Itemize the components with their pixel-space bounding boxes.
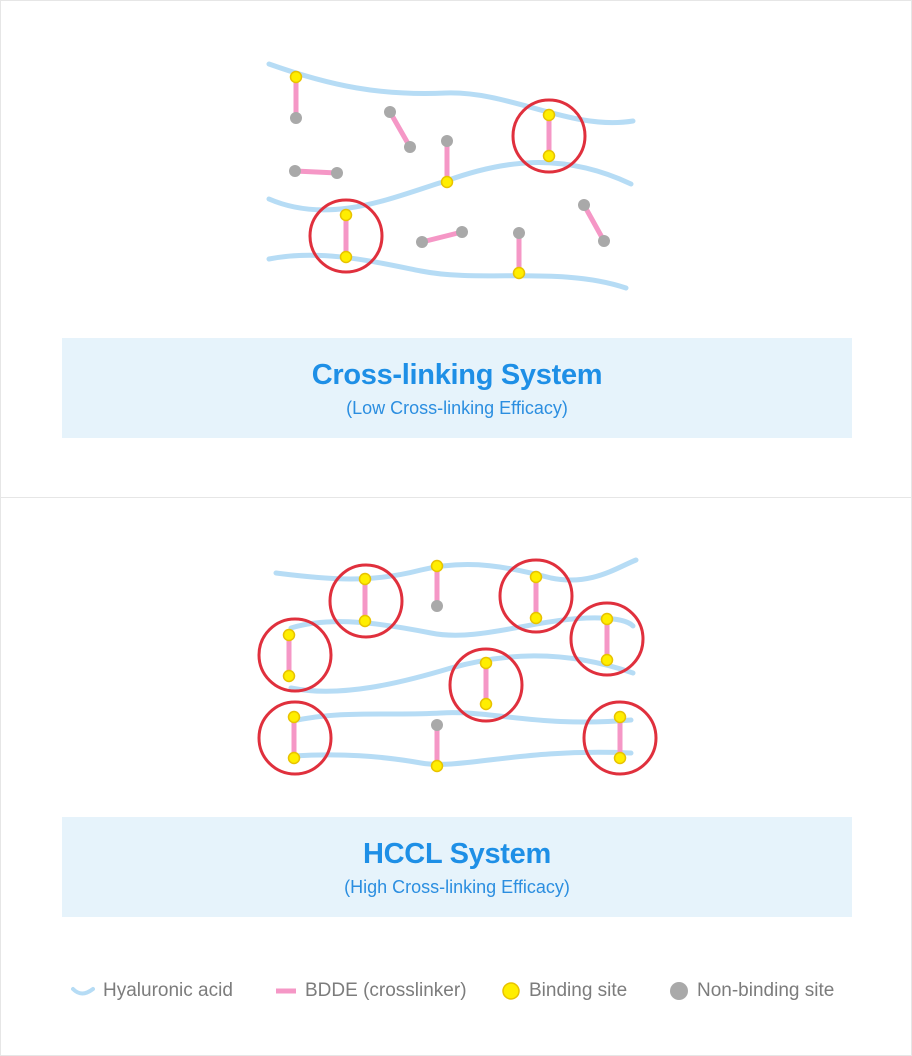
- highlight-circle: [308, 198, 384, 274]
- cross-linking-caption: Cross-linking System (Low Cross-linking …: [62, 338, 852, 438]
- highlight-circle: [498, 558, 574, 634]
- hccl-caption: HCCL System (High Cross-linking Efficacy…: [62, 817, 852, 917]
- hyaluronic-acid-strand: [290, 710, 634, 725]
- highlight-circle: [448, 647, 524, 723]
- legend-label: Hyaluronic acid: [103, 980, 233, 1001]
- non-binding-site: [578, 199, 590, 211]
- bdde-crosslinker: [387, 109, 413, 150]
- highlight-circle: [257, 700, 333, 776]
- non-binding-site: [513, 227, 525, 239]
- hyaluronic-acid-strand: [273, 557, 639, 583]
- hyaluronic-acid-icon: [71, 987, 95, 996]
- cross-linking-diagram: [266, 61, 636, 291]
- caption-title: Cross-linking System: [311, 359, 603, 391]
- hccl-diagram: [257, 557, 658, 776]
- bdde-icon: [276, 988, 296, 994]
- non-binding-site: [331, 167, 343, 179]
- binding-site: [282, 669, 296, 683]
- binding-site: [542, 149, 556, 163]
- non-binding-site: [289, 165, 301, 177]
- top-panel: Cross-linking System (Low Cross-linking …: [0, 0, 912, 498]
- binding-site: [282, 628, 296, 642]
- non-binding-site: [431, 719, 443, 731]
- bdde-crosslinker: [581, 202, 607, 244]
- caption-title: HCCL System: [363, 838, 551, 870]
- binding-site: [339, 208, 353, 222]
- binding-site: [358, 572, 372, 586]
- caption-subtitle: (Low Cross-linking Efficacy): [346, 398, 568, 418]
- binding-site: [512, 266, 526, 280]
- binding-site: [440, 175, 454, 189]
- binding-site: [529, 570, 543, 584]
- legend: Hyaluronic acid BDDE (crosslinker) Bindi…: [1, 971, 911, 1011]
- non-binding-site: [416, 236, 428, 248]
- non-binding-site: [456, 226, 468, 238]
- binding-site: [479, 656, 493, 670]
- highlight-circle: [582, 700, 658, 776]
- highlight-circle: [328, 563, 404, 639]
- binding-site: [430, 559, 444, 573]
- non-binding-site: [431, 600, 443, 612]
- hyaluronic-acid-strand: [266, 252, 629, 291]
- highlight-circle: [511, 98, 587, 174]
- bottom-panel: HCCL System (High Cross-linking Efficacy…: [0, 497, 912, 1056]
- legend-item-bdde: BDDE (crosslinker): [275, 971, 467, 1011]
- binding-site: [542, 108, 556, 122]
- binding-site-icon: [502, 982, 520, 1000]
- bdde-crosslinker: [419, 229, 465, 245]
- binding-site: [613, 710, 627, 724]
- legend-label: BDDE (crosslinker): [305, 980, 467, 1001]
- non-binding-site: [404, 141, 416, 153]
- hyaluronic-acid-strand: [266, 61, 636, 126]
- non-binding-site-icon: [670, 982, 688, 1000]
- binding-site: [430, 759, 444, 773]
- binding-site: [600, 612, 614, 626]
- binding-site: [289, 70, 303, 84]
- legend-item-non-binding-site: Non-binding site: [669, 971, 834, 1011]
- binding-site: [529, 611, 543, 625]
- non-binding-site: [441, 135, 453, 147]
- non-binding-site: [290, 112, 302, 124]
- legend-item-hyaluronic-acid: Hyaluronic acid: [71, 971, 233, 1011]
- highlight-circle: [569, 601, 645, 677]
- bdde-crosslinker: [292, 168, 340, 176]
- caption-subtitle: (High Cross-linking Efficacy): [344, 877, 570, 897]
- binding-site: [287, 751, 301, 765]
- binding-site: [600, 653, 614, 667]
- binding-site: [287, 710, 301, 724]
- legend-label: Binding site: [529, 980, 628, 1001]
- hyaluronic-acid-strand: [288, 615, 636, 638]
- hyaluronic-acid-strand: [290, 749, 634, 767]
- binding-site: [613, 751, 627, 765]
- legend-label: Non-binding site: [697, 980, 835, 1001]
- binding-site: [358, 614, 372, 628]
- legend-item-binding-site: Binding site: [501, 971, 627, 1011]
- binding-site: [339, 250, 353, 264]
- highlight-circle: [257, 617, 333, 693]
- non-binding-site: [384, 106, 396, 118]
- binding-site: [479, 697, 493, 711]
- hyaluronic-acid-strand: [288, 653, 636, 694]
- non-binding-site: [598, 235, 610, 247]
